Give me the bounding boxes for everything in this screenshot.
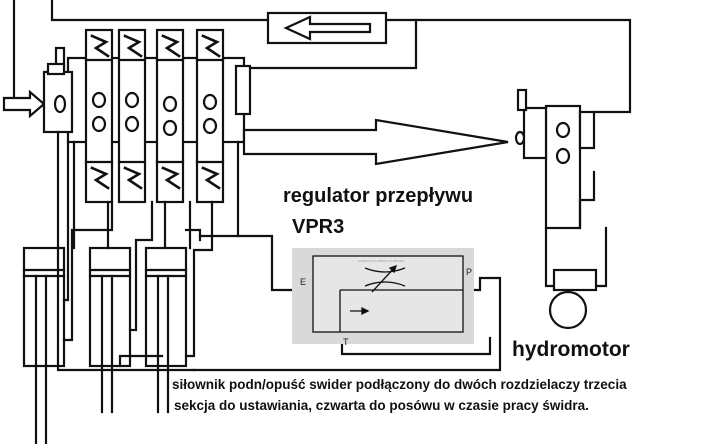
port-label-t: T bbox=[343, 337, 349, 347]
valve-section-2 bbox=[117, 28, 147, 204]
valve-section-1 bbox=[84, 28, 114, 204]
top-return-line bbox=[12, 0, 632, 114]
hydromotor-label: hydromotor bbox=[512, 338, 630, 361]
regulator-model: VPR3 bbox=[292, 216, 345, 238]
regulator-title: regulator przepływu bbox=[283, 185, 474, 207]
pressure-arrow bbox=[242, 118, 509, 166]
flow-regulator: AGREGATA LUBRICA FILMPOMP E P T bbox=[292, 248, 474, 347]
port-label-e: E bbox=[300, 277, 306, 287]
check-valve bbox=[266, 11, 388, 45]
cylinder-3 bbox=[144, 246, 188, 414]
inlet-arrow bbox=[2, 89, 46, 119]
hydromotor bbox=[514, 88, 608, 330]
valve-section-3 bbox=[155, 28, 185, 204]
port-label-p: P bbox=[466, 267, 472, 277]
valve-tiny-text: AGREGATA LUBRICA FILMPOMP bbox=[358, 259, 404, 263]
valve-section-4 bbox=[195, 28, 225, 204]
caption-line-2: sekcja do ustawiania, czwarta do posówu … bbox=[174, 398, 589, 413]
cylinder-2 bbox=[88, 246, 132, 414]
caption-line-1: siłownik podn/opuść swider podłączony do… bbox=[172, 377, 627, 392]
